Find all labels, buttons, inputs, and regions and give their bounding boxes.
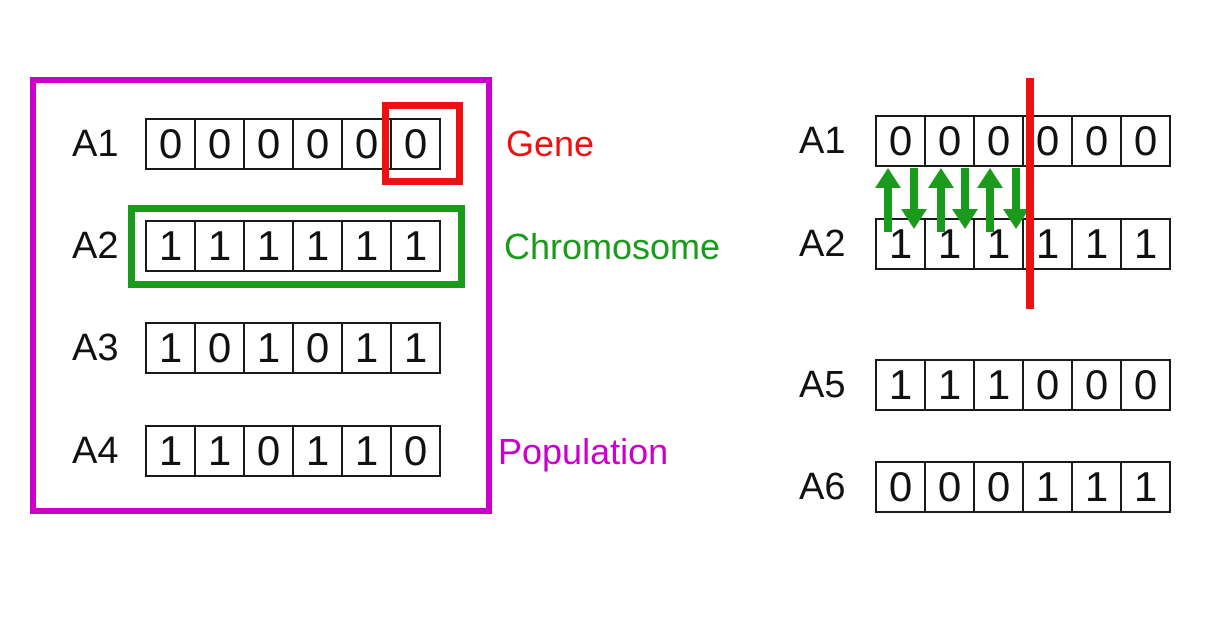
gene-cell: 1 — [341, 322, 392, 374]
gene-cell: 1 — [1120, 218, 1171, 270]
gene-cell: 1 — [145, 220, 196, 272]
arrow-stem — [961, 168, 969, 215]
swap-arrow-down-icon — [1003, 168, 1029, 229]
gene-cell: 1 — [390, 220, 441, 272]
gene-cell: 0 — [194, 322, 245, 374]
gene-cell: 0 — [875, 115, 926, 167]
gene-cell: 1 — [390, 322, 441, 374]
arrow-head — [928, 168, 954, 188]
gene-cell: 0 — [292, 322, 343, 374]
row-label-A6: A6 — [799, 466, 846, 508]
crossover-point-line — [1026, 78, 1034, 309]
arrow-head — [952, 209, 978, 229]
gene-cell: 0 — [924, 115, 975, 167]
gene-cell: 0 — [1120, 359, 1171, 411]
gene-cell: 1 — [875, 359, 926, 411]
gene-cell: 1 — [973, 359, 1024, 411]
gene-cell: 1 — [341, 220, 392, 272]
swap-arrow-down-icon — [901, 168, 927, 229]
arrow-stem — [1012, 168, 1020, 215]
arrow-head — [977, 168, 1003, 188]
gene-cell: 0 — [1022, 359, 1073, 411]
gene-cell: 1 — [243, 322, 294, 374]
gene-cell: 0 — [243, 118, 294, 170]
gene-cell: 1 — [292, 425, 343, 477]
row-label-A1: A1 — [799, 120, 846, 162]
gene-cell: 0 — [243, 425, 294, 477]
arrow-head — [901, 209, 927, 229]
gene-cell: 0 — [973, 115, 1024, 167]
row-label-A1: A1 — [72, 123, 119, 165]
arrow-stem — [986, 182, 994, 232]
gene-cell: 0 — [1071, 115, 1122, 167]
gene-cell: 0 — [973, 461, 1024, 513]
swap-arrow-up-icon — [928, 168, 954, 232]
gene-cell: 1 — [194, 220, 245, 272]
gene-cell: 0 — [194, 118, 245, 170]
gene-cell: 1 — [194, 425, 245, 477]
gene-cell: 1 — [145, 425, 196, 477]
population-label: Population — [498, 431, 669, 472]
row-label-A3: A3 — [72, 327, 119, 369]
gene-cell: 1 — [973, 218, 1024, 270]
gene-cell: 1 — [1071, 218, 1122, 270]
gene-cell: 0 — [292, 118, 343, 170]
gene-cell: 0 — [1120, 115, 1171, 167]
gene-cell: 1 — [924, 218, 975, 270]
row-label-A5: A5 — [799, 364, 846, 406]
gene-cell: 1 — [292, 220, 343, 272]
row-label-A2: A2 — [72, 225, 119, 267]
gene-cell: 1 — [1120, 461, 1171, 513]
swap-arrow-up-icon — [875, 168, 901, 232]
gene-cell: 1 — [243, 220, 294, 272]
gene-cell: 0 — [924, 461, 975, 513]
gene-cell: 0 — [341, 118, 392, 170]
gene-cell: 1 — [924, 359, 975, 411]
gene-cell: 0 — [390, 118, 441, 170]
gene-cell: 0 — [875, 461, 926, 513]
row-label-A2: A2 — [799, 223, 846, 265]
gene-cell: 0 — [1071, 359, 1122, 411]
gene-cell: 1 — [1071, 461, 1122, 513]
gene-cell: 0 — [390, 425, 441, 477]
arrow-stem — [884, 182, 892, 232]
gene-cell: 0 — [145, 118, 196, 170]
swap-arrow-down-icon — [952, 168, 978, 229]
row-label-A4: A4 — [72, 430, 119, 472]
arrow-head — [1003, 209, 1029, 229]
arrow-stem — [910, 168, 918, 215]
gene-cell: 1 — [145, 322, 196, 374]
gene-label: Gene — [506, 123, 595, 164]
arrow-stem — [937, 182, 945, 232]
swap-arrow-up-icon — [977, 168, 1003, 232]
arrow-head — [875, 168, 901, 188]
gene-cell: 1 — [341, 425, 392, 477]
chromosome-label: Chromosome — [504, 226, 721, 267]
gene-cell: 1 — [1022, 461, 1073, 513]
